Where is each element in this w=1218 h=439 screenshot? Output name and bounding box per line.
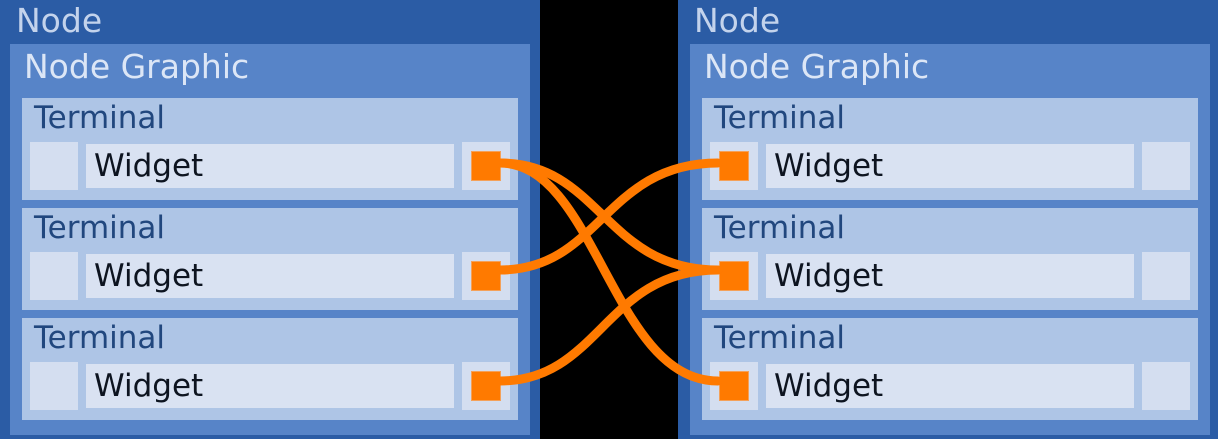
output-slot[interactable] (462, 142, 510, 190)
widget-box[interactable]: Widget (766, 364, 1134, 408)
widget-label: Widget (774, 258, 884, 294)
terminal-row: Widget (710, 252, 1190, 300)
input-slot[interactable] (710, 142, 758, 190)
terminal-right-3[interactable]: Terminal Widget (702, 318, 1198, 420)
widget-label: Widget (774, 148, 884, 184)
widget-label: Widget (94, 148, 204, 184)
terminal-left-2[interactable]: Terminal Widget (22, 208, 518, 310)
widget-box[interactable]: Widget (766, 254, 1134, 298)
terminal-left-1[interactable]: Terminal Widget (22, 98, 518, 200)
widget-label: Widget (774, 368, 884, 404)
node-graphic-panel-right[interactable]: Node Graphic Terminal Widget Terminal (690, 44, 1210, 435)
input-slot[interactable] (30, 362, 78, 410)
output-slot[interactable] (462, 252, 510, 300)
terminal-title: Terminal (714, 100, 846, 136)
connector-plug-icon[interactable] (471, 261, 501, 291)
connector-plug-icon[interactable] (719, 371, 749, 401)
widget-label: Widget (94, 258, 204, 294)
terminal-title: Terminal (714, 210, 846, 246)
terminal-row: Widget (30, 252, 510, 300)
node-panel-left[interactable]: Node Node Graphic Terminal Widget Termin… (0, 0, 540, 439)
widget-label: Widget (94, 368, 204, 404)
terminal-right-1[interactable]: Terminal Widget (702, 98, 1198, 200)
connector-plug-icon[interactable] (719, 261, 749, 291)
node-title-right: Node (694, 1, 781, 40)
terminal-row: Widget (710, 362, 1190, 410)
node-graphic-title-right: Node Graphic (704, 47, 930, 86)
output-slot[interactable] (462, 362, 510, 410)
widget-box[interactable]: Widget (86, 364, 454, 408)
output-slot[interactable] (1142, 252, 1190, 300)
input-slot[interactable] (30, 142, 78, 190)
widget-box[interactable]: Widget (86, 254, 454, 298)
terminal-row: Widget (710, 142, 1190, 190)
widget-box[interactable]: Widget (86, 144, 454, 188)
connector-plug-icon[interactable] (719, 151, 749, 181)
node-panel-right[interactable]: Node Node Graphic Terminal Widget Termin… (678, 0, 1218, 439)
terminal-title: Terminal (714, 320, 846, 356)
output-slot[interactable] (1142, 142, 1190, 190)
terminal-title: Terminal (34, 210, 166, 246)
terminal-row: Widget (30, 362, 510, 410)
node-graphic-panel-left[interactable]: Node Graphic Terminal Widget Terminal (10, 44, 530, 435)
terminal-row: Widget (30, 142, 510, 190)
node-title-left: Node (16, 1, 103, 40)
widget-box[interactable]: Widget (766, 144, 1134, 188)
input-slot[interactable] (710, 252, 758, 300)
node-graphic-title-left: Node Graphic (24, 47, 250, 86)
input-slot[interactable] (30, 252, 78, 300)
output-slot[interactable] (1142, 362, 1190, 410)
terminal-title: Terminal (34, 100, 166, 136)
connector-plug-icon[interactable] (471, 371, 501, 401)
terminal-left-3[interactable]: Terminal Widget (22, 318, 518, 420)
terminal-title: Terminal (34, 320, 166, 356)
connector-plug-icon[interactable] (471, 151, 501, 181)
input-slot[interactable] (710, 362, 758, 410)
terminal-right-2[interactable]: Terminal Widget (702, 208, 1198, 310)
